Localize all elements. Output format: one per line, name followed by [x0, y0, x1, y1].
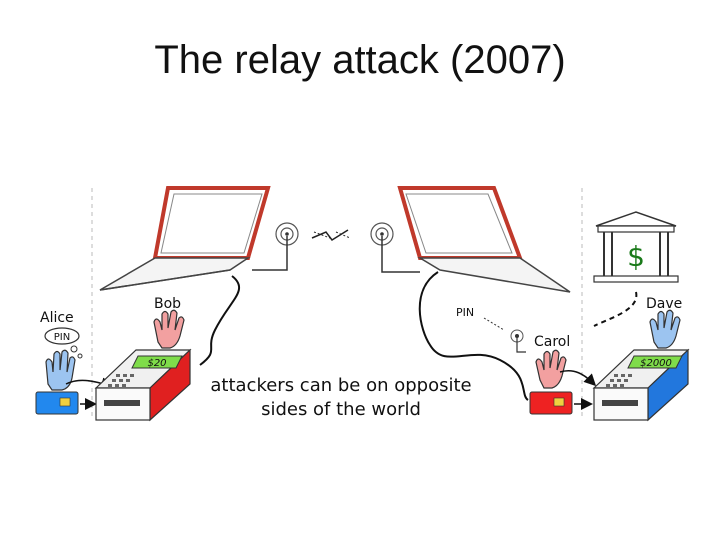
pin-thought-bubble: PIN — [44, 327, 83, 359]
left-terminal-icon: $20 — [94, 348, 192, 422]
pin-relay-signal-icon — [483, 317, 526, 353]
bank-icon: $ — [593, 211, 679, 283]
right-laptop-icon — [397, 186, 571, 293]
caption-line-1: attackers can be on opposite — [210, 375, 472, 396]
carol-card-icon — [529, 391, 573, 415]
caption-line-2: sides of the world — [261, 399, 421, 420]
right-antenna-icon — [370, 222, 420, 273]
cable-right-terminal — [418, 271, 529, 401]
bob-hand-icon — [153, 309, 185, 349]
slide-title: The relay attack (2007) — [154, 38, 566, 82]
carol-hand-icon — [535, 349, 567, 389]
dave-hand-icon — [649, 309, 681, 349]
left-antenna-icon — [252, 222, 299, 271]
alice-card-icon — [35, 391, 79, 415]
bank-dollar-symbol: $ — [627, 240, 645, 273]
alice-label: Alice — [40, 310, 74, 326]
cable-bob-terminal — [199, 275, 240, 366]
wireless-link-icon — [311, 229, 351, 242]
dave-label: Dave — [646, 296, 682, 312]
alice-hand-icon — [45, 349, 76, 391]
right-terminal-icon: $2000 — [592, 348, 690, 422]
pin-relay-label: PIN — [456, 306, 474, 319]
left-terminal-amount: $20 — [147, 358, 166, 369]
carol-label: Carol — [534, 334, 570, 350]
left-laptop-icon — [99, 186, 271, 291]
right-terminal-amount: $2000 — [640, 358, 672, 369]
bob-label: Bob — [154, 296, 181, 312]
diagram-caption: attackers can be on opposite sides of th… — [196, 374, 486, 422]
bank-link-dashed — [593, 291, 638, 327]
pin-bubble-text: PIN — [54, 332, 70, 343]
carol-arrow — [559, 370, 597, 387]
